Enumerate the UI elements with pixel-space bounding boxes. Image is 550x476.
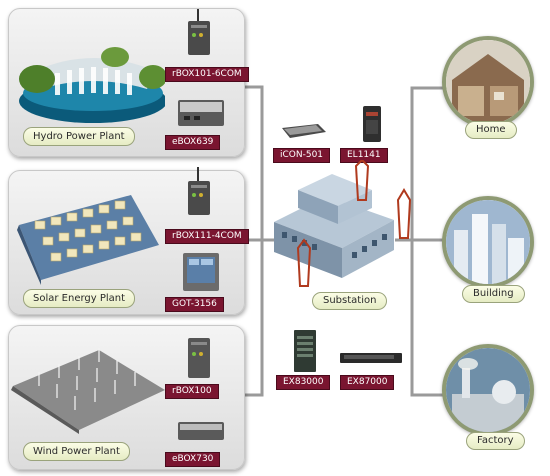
device-tag-icon501: iCON-501 [273,148,331,163]
got3156-device-icon [183,253,219,291]
device-tag-ex87000: EX87000 [340,375,395,390]
solar-field-illustration [17,195,159,285]
el1141-device-icon [363,106,381,142]
wind-plant-panel: rBOX100 eBOX730 Wind Power Plant [8,325,245,470]
solar-plant-label: Solar Energy Plant [23,289,136,308]
device-tag-ebox639: eBOX639 [165,135,221,150]
ebox730-device-icon [178,422,224,440]
solar-plant-panel: rBOX111-4COM GOT-3156 Solar Energy Plant [8,167,249,315]
factory-illustration [446,348,530,432]
device-tag-rbox101: rBOX101-6COM [165,67,249,82]
building-circle [442,196,534,288]
device-tag-rbox111: rBOX111-4COM [165,229,249,244]
substation-label: Substation [312,292,388,310]
building-illustration [446,200,530,284]
ebox639-device-icon [178,100,224,126]
home-circle [442,36,534,128]
building-label: Building [462,285,525,303]
wind-plant-label: Wind Power Plant [23,442,130,461]
hydro-plant-label: Hydro Power Plant [23,127,135,146]
home-label: Home [465,121,517,139]
factory-circle [442,344,534,436]
device-tag-ebox730: eBOX730 [165,452,221,467]
rbox101-device-icon [188,9,210,55]
icon501-device-icon [282,124,326,138]
device-tag-got3156: GOT-3156 [165,297,224,312]
hydro-plant-panel: rBOX101-6COM eBOX639 Hydro Power Plant [8,8,249,157]
ex83000-device-icon [294,330,316,372]
ex87000-device-icon [340,353,402,363]
hydro-dam-illustration [19,47,165,123]
device-tag-ex83000: EX83000 [276,375,331,390]
substation-building-illustration [274,160,412,287]
home-illustration [446,40,530,124]
factory-label: Factory [466,432,525,450]
rbox100-device-icon [188,338,210,378]
rbox111-device-icon [188,167,210,215]
wind-farm-illustration [11,348,165,434]
device-tag-rbox100: rBOX100 [165,384,219,399]
